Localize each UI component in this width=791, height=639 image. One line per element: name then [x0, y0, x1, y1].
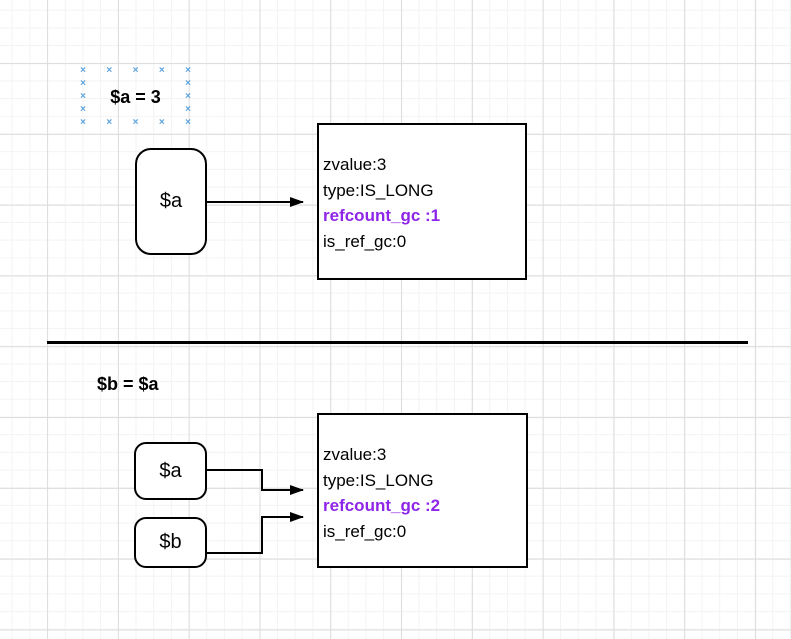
variable-node-a-bottom[interactable]: $a [134, 442, 207, 500]
selection-handle-icon: × [185, 117, 191, 128]
variable-node-a-bottom-label: $a [159, 459, 182, 482]
zval-line-refcount: refcount_gc :1 [323, 206, 441, 225]
selection-handle-icon: × [185, 78, 191, 89]
zval-line-refcount: refcount_gc :2 [323, 496, 441, 515]
selection-handle-icon: × [158, 117, 165, 128]
selection-handle-icon: × [80, 104, 86, 115]
arrow-a-to-zval-bottom[interactable] [207, 469, 304, 495]
variable-node-a-top-label: $a [159, 190, 183, 212]
selection-handle-icon: × [132, 65, 139, 76]
assignment-label-a-equals-3[interactable]: $a = 3 [110, 86, 161, 107]
selection-handle-icon: × [185, 104, 191, 115]
zval-line-isref: is_ref_gc:0 [323, 521, 407, 541]
selection-handle-icon: × [80, 117, 86, 128]
selection-handles: × × × × × × × × × × × × × × × × [80, 66, 191, 128]
zval-line-zvalue: zvalue:3 [323, 155, 387, 174]
selection-handle-icon: × [158, 65, 165, 76]
selection-handle-icon: × [106, 117, 113, 128]
zval-line-isref: is_ref_gc:0 [323, 231, 407, 251]
zval-box-bottom[interactable]: zvalue:3 type:IS_LONG refcount_gc :2 is_… [317, 413, 528, 568]
arrow-b-to-zval-bottom[interactable] [207, 512, 304, 554]
selection-handle-icon: × [80, 78, 86, 89]
assignment-label-b-equals-a[interactable]: $b = $a [97, 374, 159, 394]
section-divider-line[interactable] [47, 341, 748, 344]
selection-handle-icon: × [80, 65, 86, 76]
variable-node-a-top[interactable]: $a [135, 148, 207, 255]
zval-box-top[interactable]: zvalue:3 type:IS_LONG refcount_gc :1 is_… [317, 123, 527, 280]
selection-handle-icon: × [106, 65, 113, 76]
selection-handle-icon: × [80, 91, 86, 102]
selection-handle-icon: × [185, 91, 191, 102]
variable-node-b-bottom[interactable]: $b [134, 517, 207, 568]
selection-handle-icon: × [185, 65, 191, 76]
zval-line-type: type:IS_LONG [323, 470, 434, 490]
selection-handle-icon: × [132, 117, 139, 128]
zval-line-type: type:IS_LONG [323, 180, 434, 200]
variable-node-b-bottom-label: $b [159, 531, 182, 553]
zval-line-zvalue: zvalue:3 [323, 445, 387, 464]
